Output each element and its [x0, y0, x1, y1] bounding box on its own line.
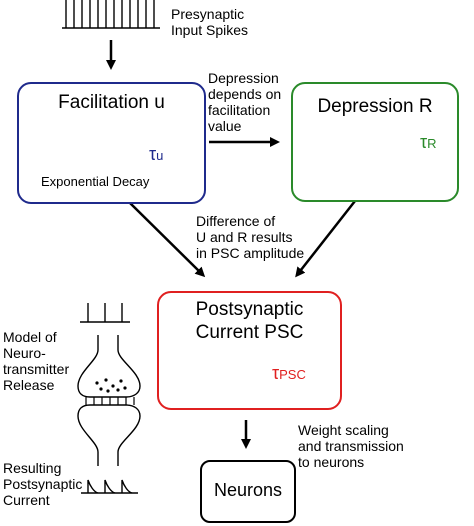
- exponential-decay-label: Exponential Decay: [41, 174, 150, 189]
- model-note-line4: Release: [3, 377, 55, 393]
- difference-note-line1: Difference of: [196, 213, 276, 229]
- input-label-line1: Presynaptic: [171, 6, 245, 22]
- depression-note-line3: facilitation: [208, 102, 271, 118]
- depression-title: Depression R: [317, 96, 433, 117]
- neurotransmitter-vesicles: [95, 378, 127, 393]
- tau-psc-label: τPSC: [272, 363, 306, 383]
- tau-u-label: τu: [149, 144, 164, 164]
- input-label-line2: Input Spikes: [171, 22, 249, 38]
- depression-note-line2: depends on: [208, 86, 282, 102]
- psc-title-line1: Postsynaptic: [195, 299, 304, 320]
- facilitation-title: Facilitation u: [58, 92, 165, 113]
- tau-psc-symbol: τ: [272, 363, 280, 383]
- tau-r-symbol: τ: [420, 132, 428, 152]
- weight-note-line3: to neurons: [298, 454, 365, 470]
- tau-r-subscript: R: [427, 136, 437, 151]
- depression-note-line1: Depression: [208, 70, 279, 86]
- model-note-line2: Neuro-: [3, 345, 46, 361]
- neurons-box: Neurons: [200, 460, 296, 523]
- synapse-model: [77, 303, 141, 494]
- depression-box: Depression R: [291, 82, 459, 202]
- presynaptic-spike-train: [62, 0, 160, 29]
- model-note-line1: Model of: [3, 329, 57, 345]
- neurons-label: Neurons: [213, 480, 283, 500]
- tau-u-symbol: τ: [149, 144, 157, 164]
- tau-r-label: τR: [420, 132, 437, 152]
- depression-note-line4: value: [208, 118, 242, 134]
- facilitation-box: Facilitation u: [17, 82, 206, 204]
- difference-note-line3: in PSC amplitude: [196, 245, 305, 261]
- model-note-line3: transmitter: [3, 361, 70, 377]
- arrow-facilitation-to-psc: [129, 202, 206, 278]
- psc-box: Postsynaptic Current PSC: [157, 291, 342, 410]
- arrow-depression-to-psc: [295, 200, 356, 278]
- psc-title-line2: Current PSC: [195, 322, 304, 343]
- resulting-note-line1: Resulting: [3, 460, 62, 476]
- resulting-note-line3: Current: [3, 492, 50, 508]
- weight-note-line2: and transmission: [298, 438, 404, 454]
- tau-psc-subscript: PSC: [279, 367, 306, 382]
- difference-note-line2: U and R results: [196, 229, 293, 245]
- cleft-markers: [85, 397, 135, 405]
- weight-note-line1: Weight scaling: [298, 422, 389, 438]
- tau-u-subscript: u: [156, 148, 164, 163]
- resulting-note-line2: Postsynaptic: [3, 476, 83, 492]
